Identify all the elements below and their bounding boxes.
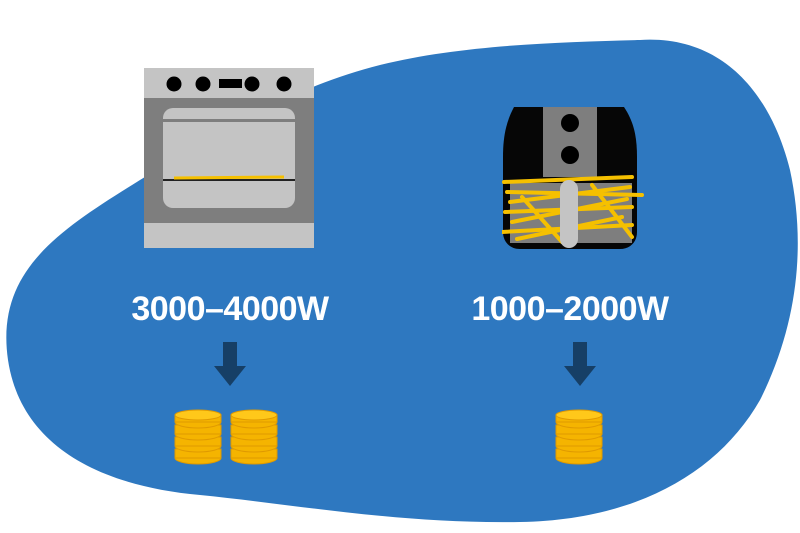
down-arrow-icon	[564, 342, 596, 386]
coin-stacks-icon	[174, 409, 278, 465]
oven-power-label: 3000–4000W	[131, 290, 329, 328]
air-fryer-icon	[502, 107, 644, 249]
down-arrow-icon	[214, 342, 246, 386]
oven-icon	[144, 68, 314, 248]
air-fryer-power-label: 1000–2000W	[471, 290, 669, 328]
coin-stack-icon	[555, 409, 603, 465]
